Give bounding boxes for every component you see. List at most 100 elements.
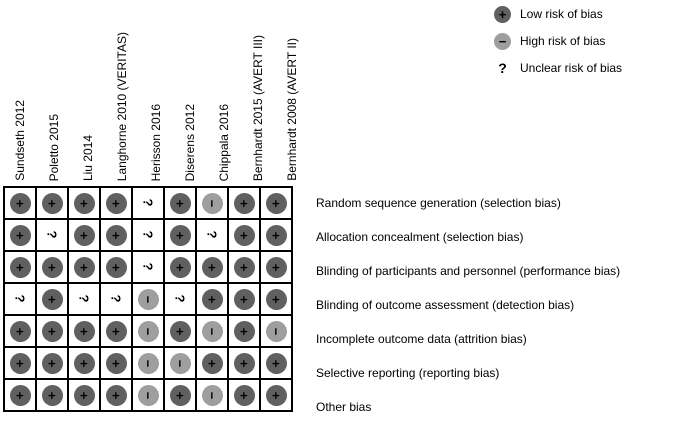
risk-cell-low: + (163, 250, 197, 284)
low-risk-icon: + (265, 384, 287, 406)
high-risk-icon: − (137, 384, 159, 406)
plus-symbol: + (268, 231, 284, 239)
legend-item-high-risk: − High risk of bias (494, 32, 622, 50)
plus-symbol: + (236, 263, 252, 271)
unclear-risk-icon: ? (204, 230, 220, 239)
risk-cell-low: + (99, 218, 133, 252)
plus-symbol: + (108, 327, 124, 335)
risk-cell-low: + (227, 314, 261, 348)
unclear-risk-icon: ? (108, 294, 124, 303)
plus-symbol: + (12, 231, 28, 239)
question-mark-icon: ? (498, 60, 507, 76)
low-risk-icon: + (233, 352, 255, 374)
study-name: Herisson 2016 (149, 103, 163, 181)
low-risk-icon: + (105, 320, 127, 342)
low-risk-icon: + (105, 384, 127, 406)
risk-cell-low: + (35, 346, 69, 380)
study-name: Chippala 2016 (217, 103, 231, 181)
legend-item-unclear-risk: ? Unclear risk of bias (494, 59, 622, 77)
risk-cell-low: + (163, 378, 197, 412)
high-risk-icon: − (137, 288, 159, 310)
risk-cell-low: + (35, 378, 69, 412)
plus-symbol: + (76, 263, 92, 271)
low-risk-icon: + (41, 256, 63, 278)
plus-symbol: + (108, 263, 124, 271)
plus-symbol: + (172, 231, 188, 239)
study-column-header: Bernhardt 2008 (AVERT II) (275, 0, 309, 184)
study-name: Poletto 2015 (47, 113, 61, 181)
risk-cell-low: + (3, 186, 37, 220)
plus-symbol: + (12, 263, 28, 271)
study-column-header: Bernhardt 2015 (AVERT III) (241, 0, 275, 184)
risk-cell-low: + (3, 314, 37, 348)
risk-cell-low: + (163, 314, 197, 348)
plus-symbol: + (44, 263, 60, 271)
low-risk-icon: + (105, 224, 127, 246)
low-risk-icon: + (169, 320, 191, 342)
legend: + Low risk of bias − High risk of bias ?… (494, 5, 622, 77)
risk-cell-low: + (259, 282, 293, 316)
risk-cell-low: + (67, 378, 101, 412)
plus-symbol: + (12, 199, 28, 207)
low-risk-icon: + (73, 352, 95, 374)
plus-symbol: + (44, 199, 60, 207)
plus-symbol: + (498, 6, 507, 22)
plus-symbol: + (76, 391, 92, 399)
low-risk-icon: + (73, 384, 95, 406)
unclear-risk-icon: ? (12, 294, 28, 303)
minus-symbol: − (140, 391, 156, 399)
legend-label-unclear: Unclear risk of bias (520, 61, 623, 75)
study-column-header: Liu 2014 (71, 0, 105, 184)
unclear-risk-icon: ? (140, 262, 156, 271)
low-risk-icon: + (73, 256, 95, 278)
risk-cell-high: − (195, 186, 229, 220)
legend-label-low: Low risk of bias (520, 7, 603, 21)
low-risk-icon: + (169, 256, 191, 278)
plus-symbol: + (76, 231, 92, 239)
study-column-header: Sundseth 2012 (3, 0, 37, 184)
high-risk-icon: − (137, 352, 159, 374)
low-risk-icon: + (169, 224, 191, 246)
study-column-header: Chippala 2016 (207, 0, 241, 184)
plus-symbol: + (108, 199, 124, 207)
risk-cell-low: + (67, 346, 101, 380)
low-risk-icon: + (9, 256, 31, 278)
study-name: Bernhardt 2015 (AVERT III) (251, 34, 265, 181)
study-name: Bernhardt 2008 (AVERT II) (285, 38, 299, 181)
low-risk-icon: + (169, 384, 191, 406)
risk-cell-high: − (131, 314, 165, 348)
risk-cell-low: + (35, 314, 69, 348)
risk-cell-high: − (131, 346, 165, 380)
plus-symbol: + (108, 391, 124, 399)
minus-symbol: − (172, 359, 188, 367)
study-name: Liu 2014 (81, 134, 95, 181)
plus-symbol: + (108, 359, 124, 367)
plus-symbol: + (12, 391, 28, 399)
low-risk-icon: + (233, 224, 255, 246)
unclear-risk-icon: ? (44, 230, 60, 239)
study-column-header: Herisson 2016 (139, 0, 173, 184)
plus-symbol: + (76, 327, 92, 335)
risk-cell-low: + (3, 346, 37, 380)
study-name: Langhorne 2010 (VERITAS) (115, 31, 129, 181)
low-risk-icon: + (233, 384, 255, 406)
low-risk-icon: + (233, 256, 255, 278)
risk-of-bias-grid: ++++?+−+++?++?+?++++++?++++?+??−?+++++++… (3, 186, 293, 412)
minus-symbol: − (204, 391, 220, 399)
risk-cell-low: + (99, 378, 133, 412)
risk-cell-low: + (227, 218, 261, 252)
risk-cell-low: + (3, 250, 37, 284)
risk-cell-low: + (35, 282, 69, 316)
low-risk-icon: + (201, 352, 223, 374)
plus-symbol: + (44, 295, 60, 303)
plus-symbol: + (172, 199, 188, 207)
low-risk-icon: + (169, 192, 191, 214)
plus-symbol: + (204, 263, 220, 271)
risk-cell-low: + (163, 218, 197, 252)
plus-symbol: + (12, 359, 28, 367)
low-risk-icon: + (9, 320, 31, 342)
plus-symbol: + (44, 359, 60, 367)
plus-symbol: + (76, 359, 92, 367)
study-name: Diserens 2012 (183, 103, 197, 181)
